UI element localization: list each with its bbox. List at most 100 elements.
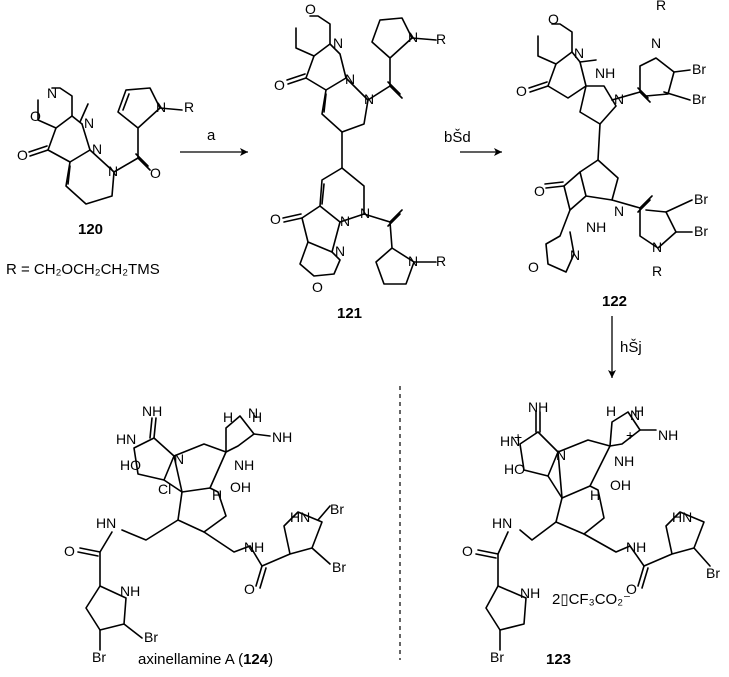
atom-nh: NH xyxy=(272,429,292,445)
atom-nh: NH xyxy=(520,585,540,601)
atom-h: H xyxy=(223,409,233,425)
atom-n: N xyxy=(108,163,118,179)
atom-n: N xyxy=(345,71,355,87)
atom-oh: OH xyxy=(610,477,631,493)
r-group-definition: R = CH₂OCH₂CH₂TMS xyxy=(6,261,160,278)
atom-r: R xyxy=(436,31,446,47)
atom-hn: HN xyxy=(96,515,116,531)
atom-br: Br xyxy=(692,91,706,107)
atom-n: N xyxy=(335,243,345,259)
atom-o: O xyxy=(274,77,285,93)
atom-h: H xyxy=(212,487,222,503)
atom-r: R xyxy=(436,253,446,269)
atom-cl: Cl xyxy=(158,481,171,497)
atom-hn: HN xyxy=(116,431,136,447)
atom-n: N xyxy=(614,203,624,219)
atom-r: R xyxy=(656,0,666,13)
atom-nh: NH xyxy=(614,453,634,469)
compound-124-structure xyxy=(77,415,331,651)
atom-br: Br xyxy=(692,61,706,77)
compound-120-structure xyxy=(28,87,183,205)
counterion-label: 2▯CF₃CO₂⁻ xyxy=(552,591,631,608)
atom-hn: HN xyxy=(672,509,692,525)
compound-121-label: 121 xyxy=(337,305,362,322)
reagent-a: a xyxy=(207,127,216,144)
atom-n: N xyxy=(556,447,566,463)
atom-o: O xyxy=(270,211,281,227)
atom-r: R xyxy=(652,263,662,279)
atom-br: Br xyxy=(706,565,720,581)
atom-o: O xyxy=(64,543,75,559)
atom-o: O xyxy=(626,581,637,597)
atom-n: N xyxy=(340,213,350,229)
atom-n: N xyxy=(652,239,662,255)
atom-o: O xyxy=(305,1,316,17)
atom-n: N xyxy=(651,35,661,51)
atom-n: N xyxy=(47,85,57,101)
atom-hn: HN xyxy=(290,509,310,525)
compound-123-structure xyxy=(475,411,711,651)
atom-o: O xyxy=(150,165,161,181)
reagent-b-d: bŠd xyxy=(444,129,471,146)
charge-plus: + xyxy=(626,427,634,443)
atom-n: N xyxy=(84,115,94,131)
atom-n: N xyxy=(408,29,418,45)
compound-122-label: 122 xyxy=(602,293,627,310)
atom-br: Br xyxy=(694,191,708,207)
compound-124-name: axinellamine A (124) xyxy=(138,651,273,668)
atom-nh: NH xyxy=(528,399,548,415)
atom-nh: NH xyxy=(658,427,678,443)
atom-o: O xyxy=(534,183,545,199)
atom-n: N xyxy=(92,141,102,157)
atom-nh: NH xyxy=(626,539,646,555)
compound-123-label: 123 xyxy=(546,651,571,668)
atom-n: N xyxy=(364,91,374,107)
atom-n: N xyxy=(408,253,418,269)
charge-plus: + xyxy=(514,429,522,445)
atom-br: Br xyxy=(332,559,346,575)
atom-br: Br xyxy=(330,501,344,517)
atom-ho: HO xyxy=(504,461,525,477)
atom-n: N xyxy=(614,91,624,107)
atom-n: N xyxy=(360,205,370,221)
compound-122-structure xyxy=(528,23,693,273)
atom-n: N xyxy=(574,45,584,61)
atom-n: N xyxy=(248,405,258,421)
atom-nh: NH xyxy=(234,457,254,473)
atom-nh: NH xyxy=(244,539,264,555)
atom-hn: HN xyxy=(500,433,520,449)
atom-h: H xyxy=(252,409,262,425)
atom-h: H xyxy=(590,487,600,503)
atom-o: O xyxy=(244,581,255,597)
atom-r: R xyxy=(184,99,194,115)
atom-o: O xyxy=(312,279,323,295)
atom-br: Br xyxy=(92,649,106,665)
atom-ho: HO xyxy=(120,457,141,473)
atom-br: Br xyxy=(694,223,708,239)
atom-n: N xyxy=(570,247,580,263)
atom-o: O xyxy=(17,147,28,163)
atom-n: N xyxy=(156,99,166,115)
atom-nh: NH xyxy=(586,219,606,235)
atom-o: O xyxy=(516,83,527,99)
atom-oh: OH xyxy=(230,479,251,495)
atom-nh: NH xyxy=(142,403,162,419)
atom-o: O xyxy=(548,11,559,27)
atom-h: H xyxy=(606,403,616,419)
atom-o: O xyxy=(528,259,539,275)
reagent-h-j: hŠj xyxy=(620,339,642,356)
atom-br: Br xyxy=(144,629,158,645)
atom-nh: NH xyxy=(595,65,615,81)
atom-h: H xyxy=(634,403,644,419)
compound-121-structure xyxy=(282,15,437,285)
atom-o: O xyxy=(30,108,41,124)
compound-120-label: 120 xyxy=(78,221,103,238)
atom-n: N xyxy=(174,451,184,467)
atom-nh: NH xyxy=(120,583,140,599)
atom-hn: HN xyxy=(492,515,512,531)
atom-br: Br xyxy=(490,649,504,665)
atom-n: N xyxy=(333,35,343,51)
atom-n: N xyxy=(630,407,640,423)
